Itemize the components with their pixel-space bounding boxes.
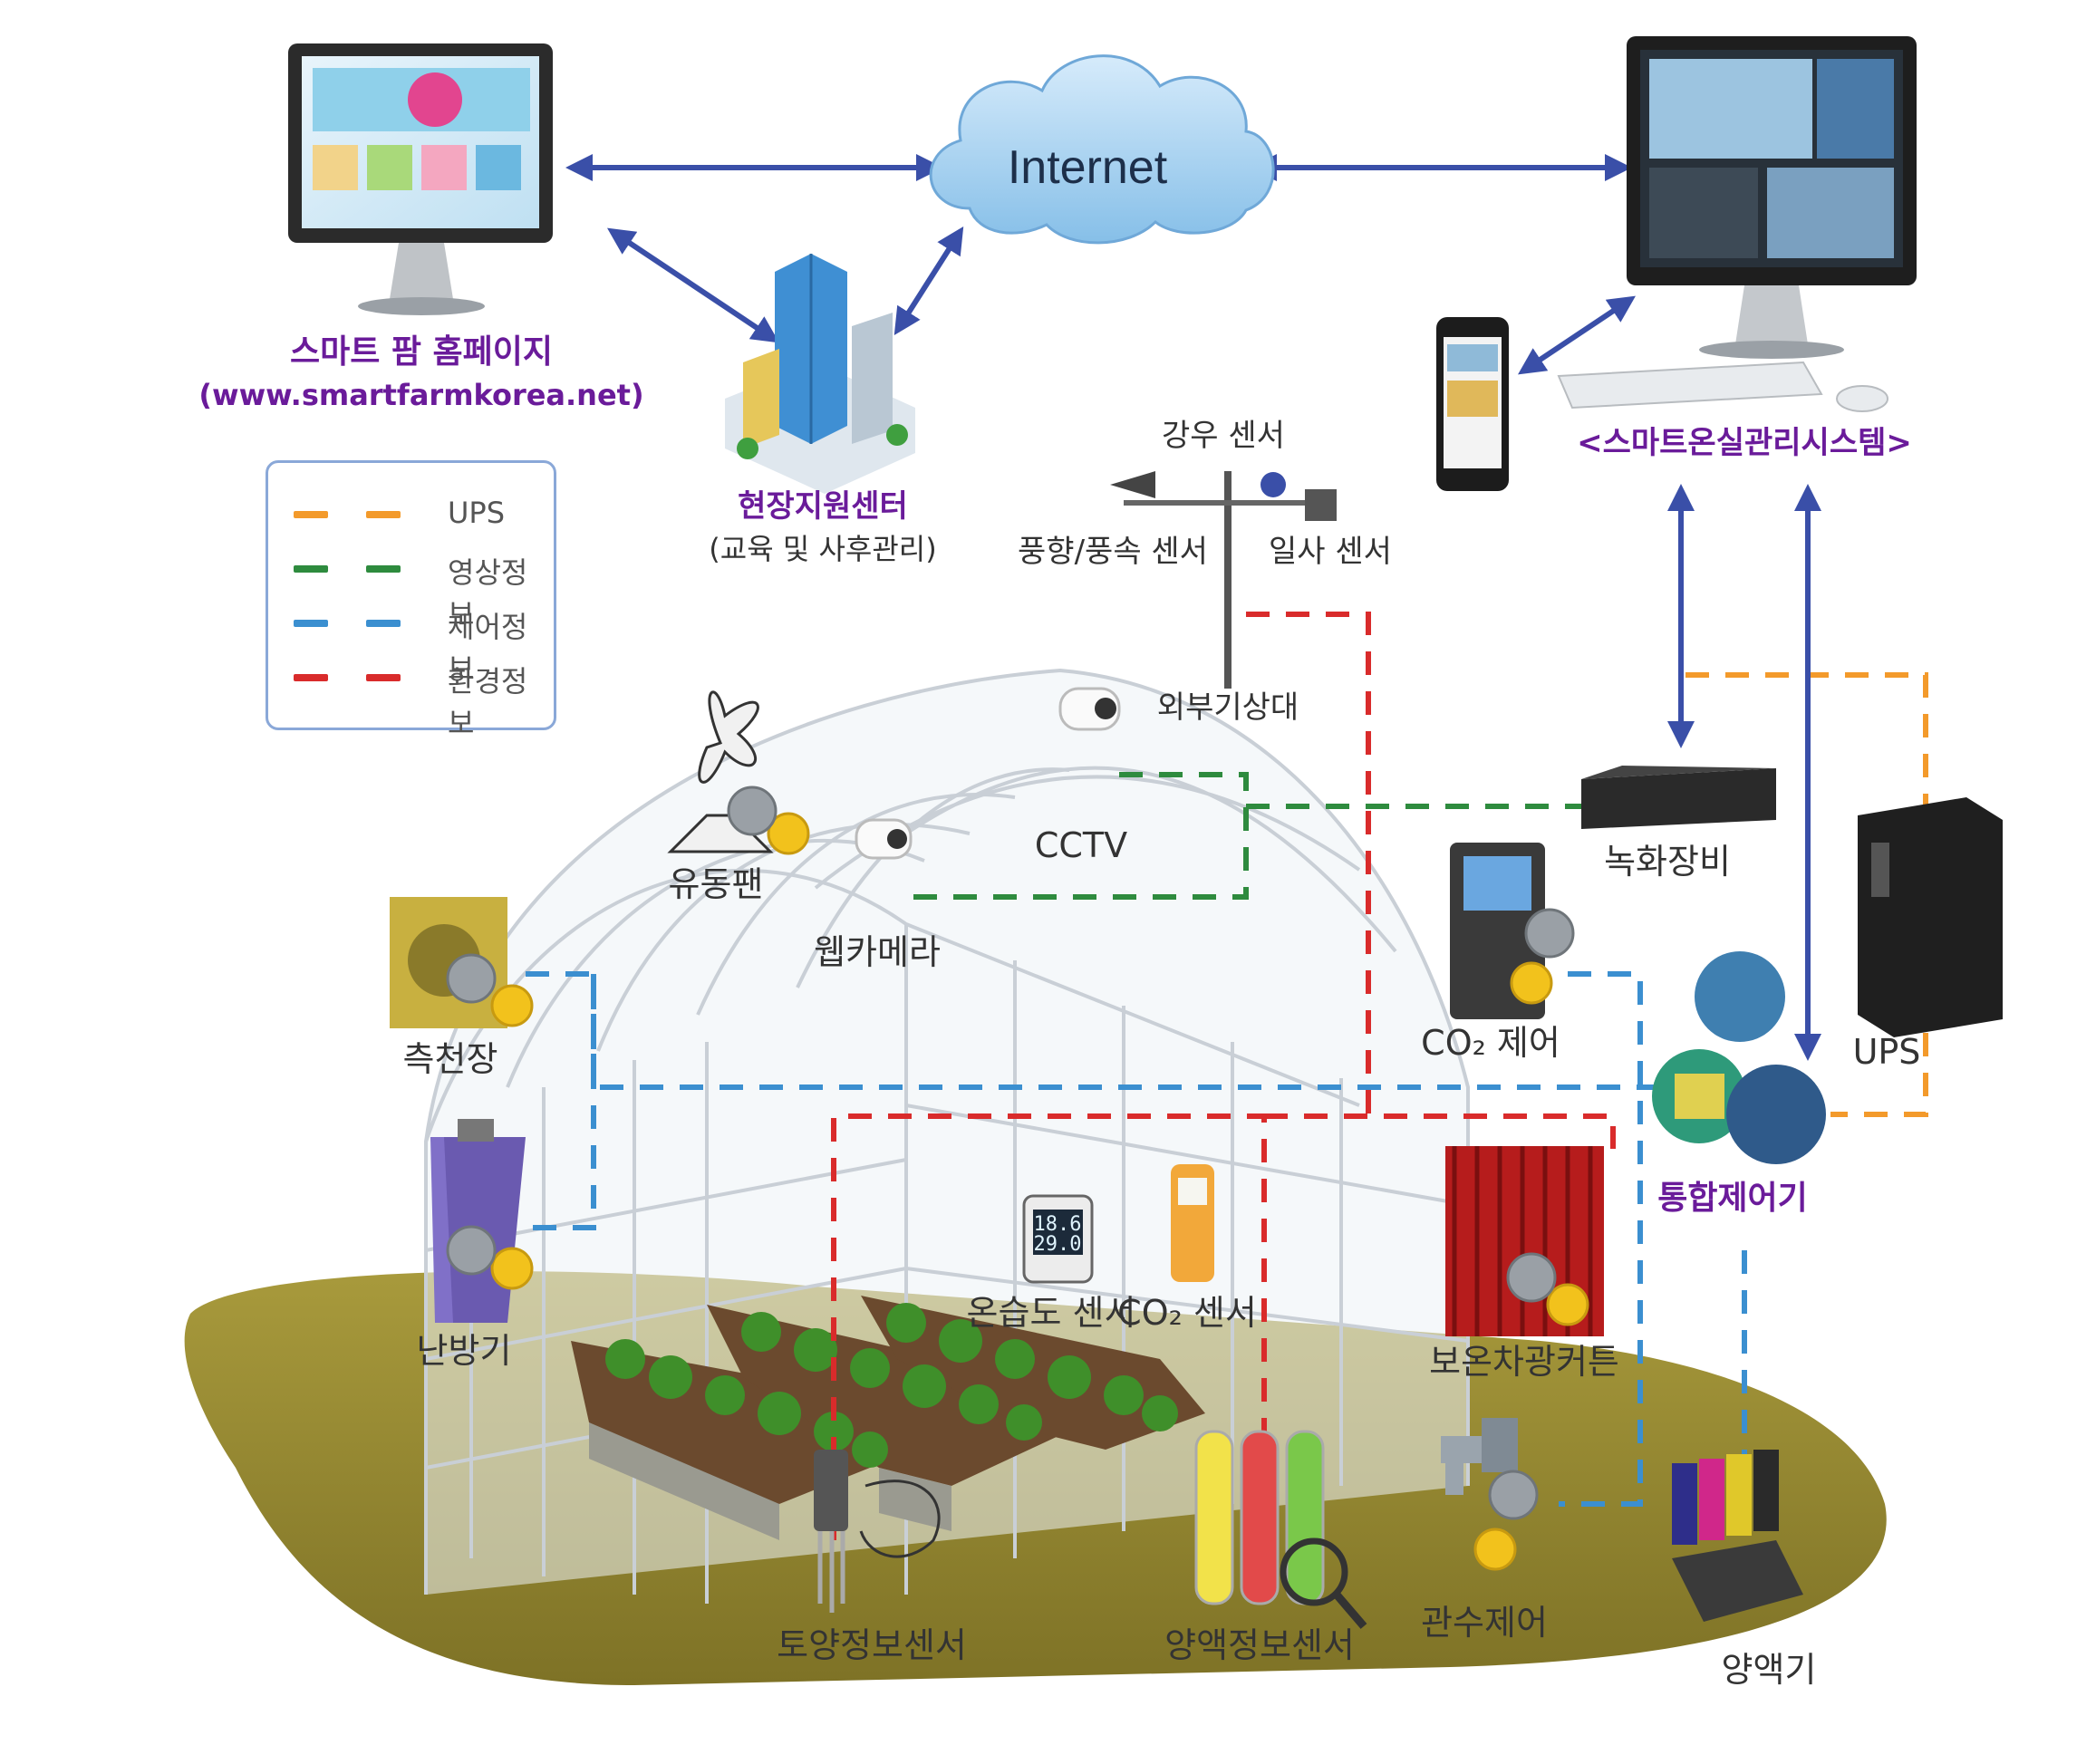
support-center-title: 현장지원센터 xyxy=(738,488,908,525)
soil-sensor-label: 토양정보센서 xyxy=(777,1625,967,1665)
support-center-subtitle: (교육 및 사후관리) xyxy=(709,532,937,566)
cctv-label: CCTV xyxy=(1034,825,1128,865)
legend-item-environment: 환경정보 xyxy=(294,659,538,740)
legend-item-ups: UPS xyxy=(294,496,538,532)
gear-icons xyxy=(490,812,1589,1571)
weather-station xyxy=(1110,471,1337,689)
smartphone xyxy=(1436,317,1509,491)
ups-label: UPS xyxy=(1852,1032,1921,1072)
recorder-label: 녹화장비 xyxy=(1604,842,1731,882)
soil-sensor-device xyxy=(814,1450,941,1613)
humidity-sensor-device xyxy=(1022,1194,1094,1284)
plants xyxy=(605,1303,1178,1468)
wind-sensor-label: 풍향/풍속 센서 xyxy=(1018,534,1208,570)
irrigation-label: 관수제어 xyxy=(1421,1603,1548,1643)
arrow-center-internet xyxy=(893,226,964,336)
env-line-sensors xyxy=(831,1113,1267,1595)
webcam-label: 웹카메라 xyxy=(814,932,941,972)
nutrient-sensor-label: 양액정보센서 xyxy=(1164,1625,1355,1665)
weather-station-label: 외부기상대 xyxy=(1156,689,1299,726)
legend-swatch xyxy=(294,674,328,681)
arrow-system-phone xyxy=(1518,295,1636,375)
integrated-controller xyxy=(1652,951,1826,1164)
irrigation-device xyxy=(1441,1418,1518,1495)
internet-label: Internet xyxy=(1007,141,1168,194)
legend-label: 환경정보 xyxy=(448,664,528,740)
legend-item-video: 영상정보 xyxy=(294,550,538,631)
homepage-monitor xyxy=(288,43,553,315)
legend: UPS 영상정보 제어정보 환경정보 xyxy=(266,460,556,740)
ups-device xyxy=(1858,797,2003,1037)
rain-sensor-label: 강우 센서 xyxy=(1162,418,1285,454)
co2-sensor-label: CO₂ 센서 xyxy=(1117,1293,1257,1333)
web-camera xyxy=(855,818,913,860)
gear-icons-grey xyxy=(446,786,1575,1520)
video-line xyxy=(911,772,1249,900)
control-line-co2 xyxy=(1559,971,1643,1507)
legend-swatch xyxy=(366,511,401,518)
legend-label: 영상정보 xyxy=(448,555,528,631)
legend-label: 제어정보 xyxy=(448,610,528,686)
management-monitor xyxy=(1557,36,1917,412)
legend-swatch xyxy=(294,565,328,573)
fan-device xyxy=(667,690,774,853)
arrow-homepage-center xyxy=(607,227,779,343)
side-window-label: 측천장 xyxy=(402,1039,498,1079)
cctv-camera xyxy=(1058,687,1121,731)
legend-item-control: 제어정보 xyxy=(294,604,538,686)
co2-control-label: CO₂ 제어 xyxy=(1421,1023,1560,1063)
co2-sensor-device xyxy=(1171,1164,1214,1282)
internet-cloud xyxy=(929,54,1275,245)
humidity-sensor-label: 온습도 센서 xyxy=(966,1293,1136,1333)
controller-label: 통합제어기 xyxy=(1657,1180,1808,1217)
env-line-weather xyxy=(1246,612,1371,1114)
nutrient-supplier-label: 양액기 xyxy=(1721,1650,1817,1690)
legend-swatch xyxy=(366,565,401,573)
heater-label: 난방기 xyxy=(416,1331,512,1371)
readout-line-2: 29.0 xyxy=(1034,1233,1082,1256)
management-system-title: <스마트온실관리시스템> xyxy=(1577,425,1912,461)
nutrient-sensor-device xyxy=(1194,1430,1367,1629)
homepage-url[interactable]: (www.smartfarmkorea.net) xyxy=(198,378,644,412)
legend-swatch xyxy=(366,674,401,681)
env-line-curtain xyxy=(1264,1113,1616,1149)
readout-line-1: 18.6 xyxy=(1034,1213,1082,1236)
legend-label: UPS xyxy=(448,496,506,530)
support-center-building xyxy=(725,254,915,494)
legend-swatch xyxy=(294,511,328,518)
homepage-title: 스마트 팜 홈페이지 xyxy=(289,333,554,371)
legend-swatch xyxy=(294,620,328,627)
fan-label: 유동팬 xyxy=(668,864,764,904)
nutrient-supplier-device xyxy=(1672,1450,1803,1622)
curtain-label: 보온차광커튼 xyxy=(1429,1342,1619,1382)
recorder-device xyxy=(1581,766,1776,829)
solar-sensor-label: 일사 센서 xyxy=(1269,534,1392,570)
legend-swatch xyxy=(366,620,401,627)
